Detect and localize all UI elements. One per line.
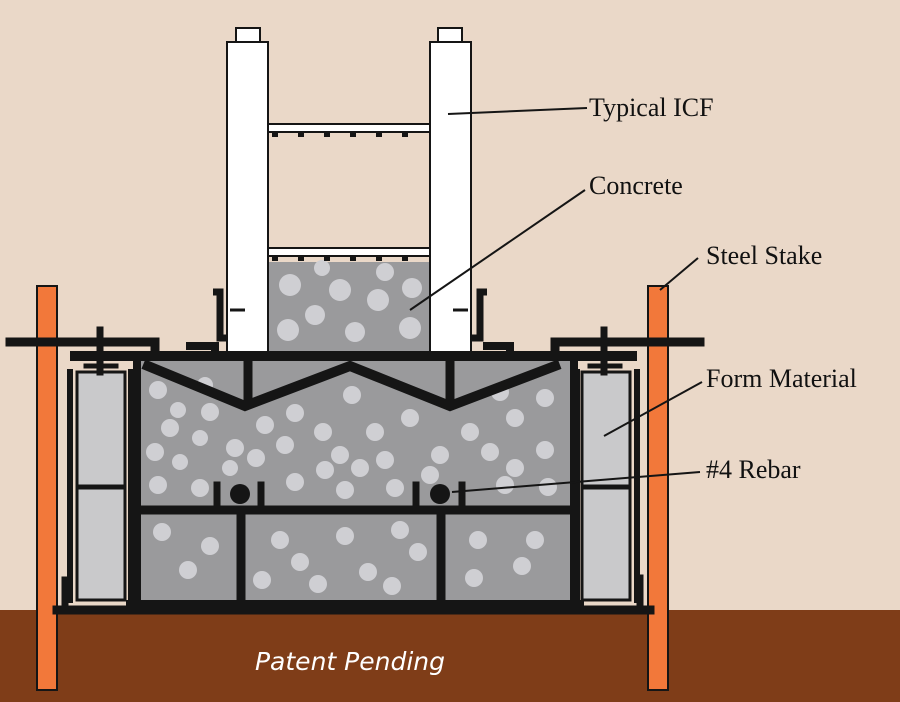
callout-leaders	[409, 107, 703, 493]
steel-stake-right	[647, 285, 669, 691]
icf-cap-right	[437, 27, 463, 43]
form-material-right	[580, 370, 632, 602]
icf-concrete-aggregate	[277, 260, 422, 342]
icf-bracket-left	[213, 288, 227, 342]
icf-tie-lower	[267, 247, 431, 257]
leader-form-material	[603, 381, 703, 437]
icf-tie-teeth	[272, 132, 408, 261]
icf-foam-panel-right	[429, 41, 472, 355]
label-steel-stake: Steel Stake	[706, 241, 822, 270]
leader-steel-stake	[659, 257, 699, 291]
icf-cap-left	[235, 27, 261, 43]
icf-foam-panel-left	[226, 41, 269, 355]
ground	[0, 610, 900, 702]
label-typical-icf: Typical ICF	[589, 93, 714, 122]
leader-icf	[447, 107, 588, 115]
rebar-left	[230, 484, 250, 504]
rebar-right	[430, 484, 450, 504]
steel-stake-left	[36, 285, 58, 691]
label-concrete: Concrete	[589, 171, 683, 200]
patent-pending-text: Patent Pending	[255, 647, 445, 676]
icf-bracket-right	[471, 288, 487, 342]
footing-concrete	[137, 360, 574, 604]
icf-wall	[213, 27, 487, 355]
label-form-material: Form Material	[706, 364, 857, 393]
steel-form-frame	[5, 326, 705, 615]
icf-tie-upper	[267, 123, 431, 133]
leader-concrete	[409, 189, 586, 311]
footing-aggregate	[146, 377, 557, 595]
leader-rebar	[451, 471, 701, 493]
form-material-left	[75, 370, 127, 602]
label-rebar: #4 Rebar	[706, 455, 801, 484]
